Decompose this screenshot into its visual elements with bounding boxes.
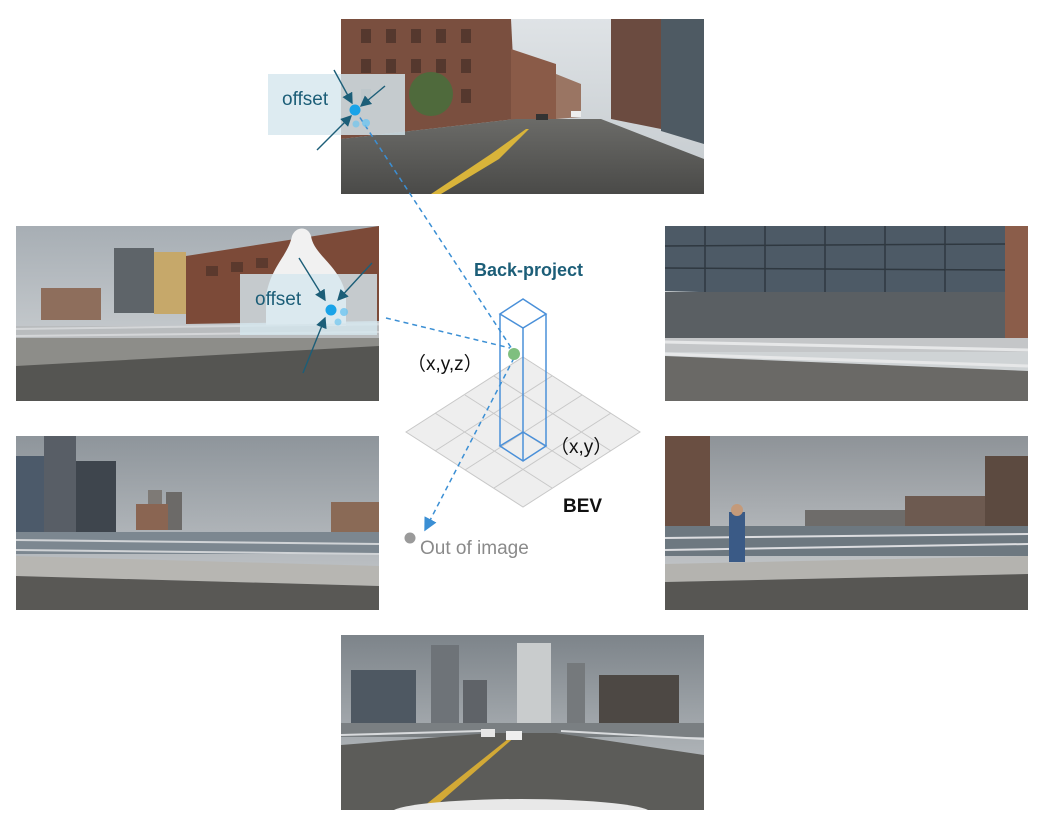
left-offset-arrows	[298, 257, 373, 374]
front-right-camera-image	[665, 226, 1028, 401]
left-offset-panel	[240, 274, 377, 335]
back-right-camera-image	[665, 436, 1028, 610]
back-camera-image	[341, 635, 704, 810]
front-offset-arrows	[316, 69, 386, 151]
back-left-camera-image	[16, 436, 379, 610]
projection-rays	[354, 109, 515, 532]
left-offset-label: offset	[255, 289, 302, 310]
front-offset-label: offset	[282, 89, 329, 110]
back-project-label: Back-project	[474, 260, 584, 280]
out-of-image-point	[404, 532, 416, 544]
out-of-image-label: Out of image	[420, 538, 529, 559]
front-offset-point-1	[362, 119, 370, 127]
front-camera-image	[341, 19, 704, 194]
front-offset-point-2	[352, 120, 360, 128]
xy-label: （x,y）	[550, 437, 613, 458]
left-sampling-point	[325, 304, 337, 316]
bev-pillar	[498, 298, 548, 461]
left-offset-point-2	[334, 318, 342, 326]
bev-label: BEV	[563, 496, 603, 517]
xyz-label: （x,y,z）	[407, 354, 483, 375]
front-offset-panel	[268, 74, 405, 135]
reference-point-3d	[508, 348, 520, 360]
front-sampling-point	[349, 104, 361, 116]
left-offset-point-1	[340, 308, 348, 316]
